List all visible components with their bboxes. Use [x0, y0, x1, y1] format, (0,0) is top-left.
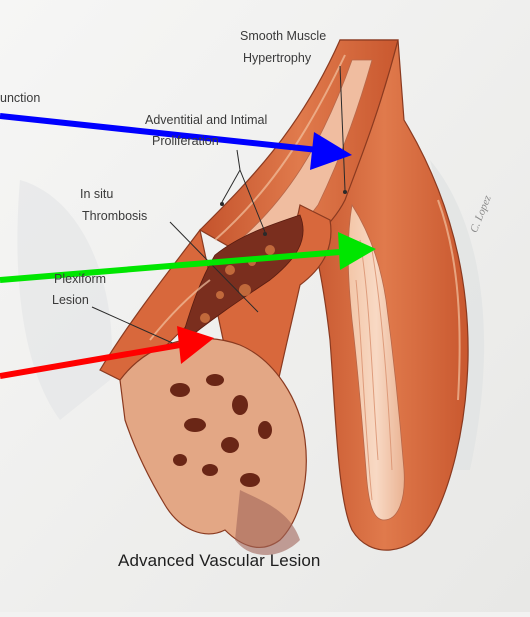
- thrombosis-label-line2: Thrombosis: [82, 209, 147, 224]
- adventitial-label-line2: Proliferation: [152, 134, 219, 149]
- function-label: unction: [0, 91, 40, 106]
- smooth-muscle-label-line2: Hypertrophy: [243, 51, 311, 66]
- plexiform-label-line1: Plexiform: [54, 272, 106, 287]
- figure-caption: Advanced Vascular Lesion: [118, 551, 320, 571]
- plexiform-label-line2: Lesion: [52, 293, 89, 308]
- smooth-muscle-label-line1: Smooth Muscle: [240, 29, 326, 44]
- adventitial-label-line1: Adventitial and Intimal: [145, 113, 267, 128]
- thrombosis-label-line1: In situ: [80, 187, 113, 202]
